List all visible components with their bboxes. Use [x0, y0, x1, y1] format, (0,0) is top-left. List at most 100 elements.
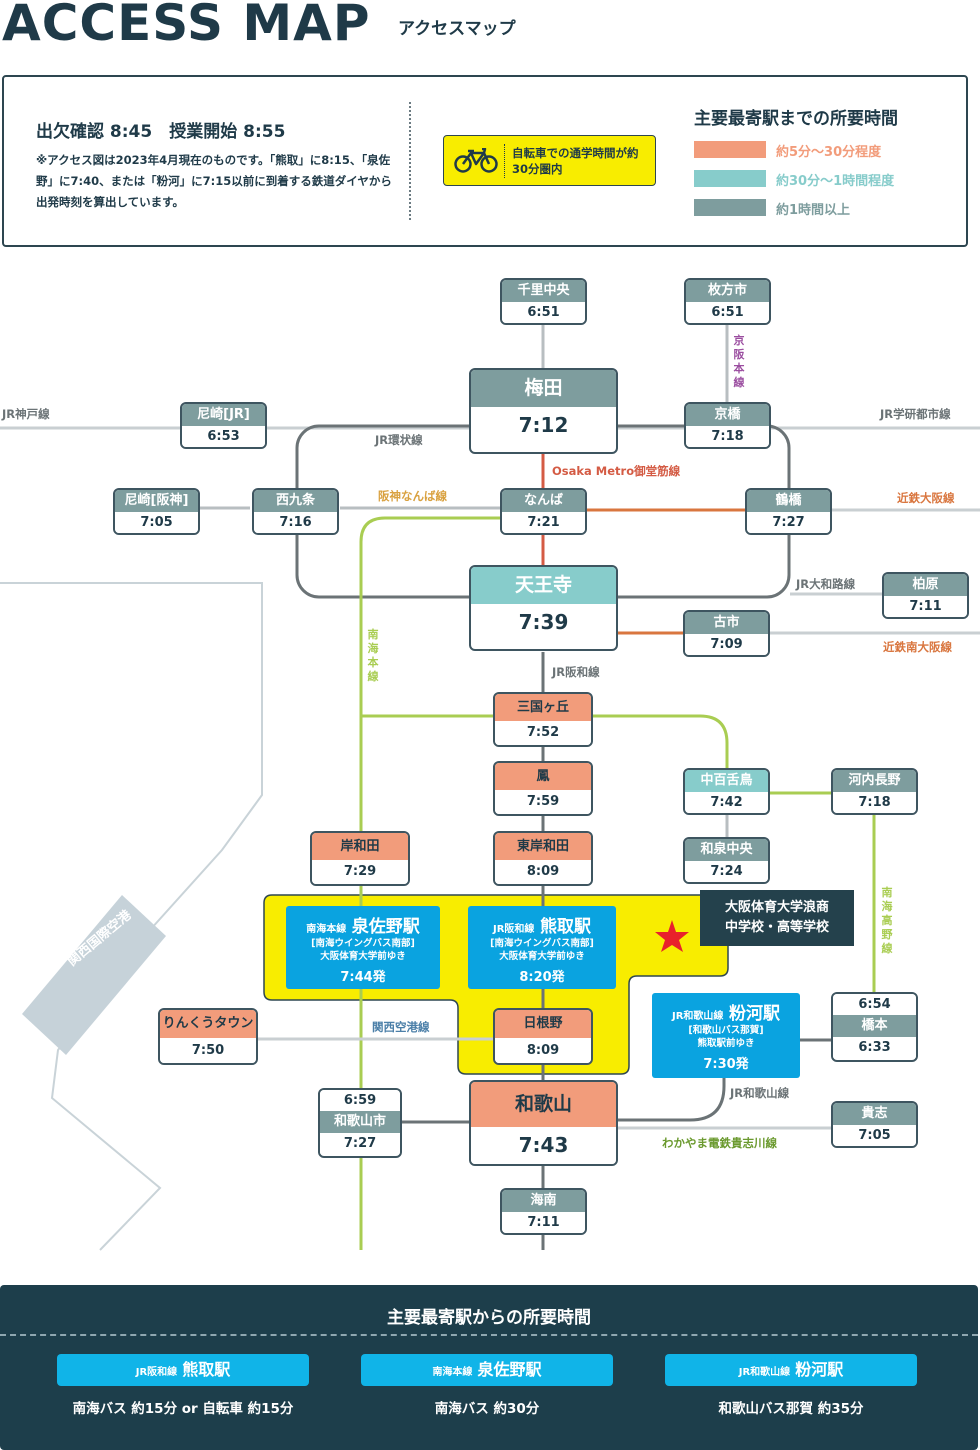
station-time: 6:51 — [686, 302, 769, 323]
station-time: 7:50 — [160, 1038, 256, 1063]
station-name: 中百舌鳥 — [685, 770, 768, 792]
footer-station: 粉河駅 — [795, 1360, 844, 1379]
footer-desc: 和歌山バス那賀 約35分 — [718, 1401, 864, 1417]
station-name: 貴志 — [833, 1103, 916, 1125]
station-time: 7:11 — [502, 1212, 585, 1233]
footer-divider — [0, 1334, 978, 1336]
station-name: 西九条 — [254, 490, 337, 512]
station-amagasaki-hanshin[interactable]: 尼崎[阪神]7:05 — [113, 488, 200, 535]
note-text: ※アクセス図は2023年4月現在のものです。「熊取」に8:15、「泉佐野」に7:… — [36, 153, 392, 209]
label-kanku: 関西空港線 — [372, 1020, 430, 1034]
station-name: 岸和田 — [312, 833, 408, 860]
dest-line: JR和歌山線 — [672, 1011, 724, 1022]
footer-station-izumisano[interactable]: 南海本線 泉佐野駅 — [361, 1354, 613, 1386]
dest-bus: [和歌山バス那賀] — [688, 1025, 764, 1036]
dest-name: 泉佐野駅 — [351, 917, 420, 937]
dest-stop: 大阪体育大学前ゆき — [499, 951, 585, 962]
footer-station: 熊取駅 — [182, 1360, 231, 1379]
dest-line: JR阪和線 — [493, 924, 535, 935]
dest-time: 7:44発 — [340, 970, 386, 985]
station-name: 和泉中央 — [685, 839, 768, 861]
dest-name: 熊取駅 — [540, 917, 591, 937]
dest-time: 8:20発 — [519, 970, 565, 985]
school-star-icon — [655, 920, 689, 952]
school-label: 大阪体育大学浪商中学校・高等学校 — [700, 890, 854, 946]
station-time: 7:21 — [502, 512, 585, 533]
footer-line: JR阪和線 — [135, 1367, 178, 1378]
label-kishigawa: わかやま電鉄貴志川線 — [662, 1136, 777, 1150]
station-name: なんば — [502, 490, 585, 512]
footer-line: JR和歌山線 — [738, 1367, 791, 1378]
label-jr-gakken: JR学研都市線 — [880, 407, 951, 421]
dest-time: 7:30発 — [703, 1057, 749, 1072]
station-amagasaki-jr[interactable]: 尼崎[JR]6:53 — [180, 402, 267, 449]
label-hanshin-namba: 阪神なんば線 — [378, 489, 447, 503]
legend-swatch-mid — [694, 170, 766, 187]
label-jr-yamatoji: JR大和路線 — [796, 577, 856, 591]
legend-title: 主要最寄駅までの所要時間 — [694, 109, 898, 129]
station-time-top: 6:54 — [833, 994, 916, 1015]
station-time: 7:39 — [471, 604, 616, 641]
station-time: 7:27 — [320, 1133, 400, 1154]
station-name: 枚方市 — [686, 280, 769, 302]
dest-kumatori[interactable]: JR阪和線 熊取駅 [南海ウイングバス南部] 大阪体育大学前ゆき 8:20発 — [468, 906, 616, 989]
dest-kokawa[interactable]: JR和歌山線 粉河駅 [和歌山バス那賀] 熊取駅前ゆき 7:30発 — [652, 993, 800, 1078]
divider — [409, 102, 411, 220]
station-time: 7:59 — [495, 790, 591, 814]
legend-label-long: 約1時間以上 — [776, 203, 851, 218]
dest-bus: [南海ウイングバス南部] — [490, 938, 594, 949]
station-time: 7:18 — [686, 426, 769, 447]
station-time: 7:27 — [747, 512, 830, 533]
footer-desc: 南海バス 約30分 — [434, 1401, 540, 1417]
station-name: 鶴橋 — [747, 490, 830, 512]
label-jr-hanwa: JR阪和線 — [552, 665, 600, 679]
station-name: 日根野 — [495, 1010, 591, 1038]
footer-line: 南海本線 — [432, 1367, 473, 1378]
dest-izumisano[interactable]: 南海本線 泉佐野駅 [南海ウイングバス南部] 大阪体育大学前ゆき 7:44発 — [286, 906, 440, 989]
station-time: 7:11 — [884, 596, 967, 617]
footer-station-kumatori[interactable]: JR阪和線 熊取駅 — [57, 1354, 309, 1386]
station-time: 6:51 — [502, 302, 585, 323]
label-jr-loop: JR環状線 — [375, 433, 423, 447]
legend-swatch-short — [694, 141, 766, 158]
label-kintetsu-minami: 近鉄南大阪線 — [883, 640, 952, 654]
footer-title: 主要最寄駅からの所要時間 — [387, 1308, 591, 1328]
dest-stop: 大阪体育大学前ゆき — [320, 951, 406, 962]
station-name: 梅田 — [471, 370, 616, 407]
station-name: 千里中央 — [502, 280, 585, 302]
label-nankai-koya: 南海高野線 — [881, 886, 893, 955]
schedule-text: 出欠確認 8:45 授業開始 8:55 — [36, 122, 286, 142]
line-jr-wakayama — [615, 1078, 726, 1122]
station-time: 7:09 — [685, 634, 768, 655]
station-name: 三国ヶ丘 — [495, 694, 591, 721]
station-name: 古市 — [685, 612, 768, 634]
station-time-top: 6:59 — [320, 1090, 400, 1111]
station-time: 7:42 — [685, 792, 768, 813]
bike-text: 自転車での通学時間が約30分圏内 — [512, 146, 639, 176]
footer-station-kokawa[interactable]: JR和歌山線 粉河駅 — [665, 1354, 917, 1386]
